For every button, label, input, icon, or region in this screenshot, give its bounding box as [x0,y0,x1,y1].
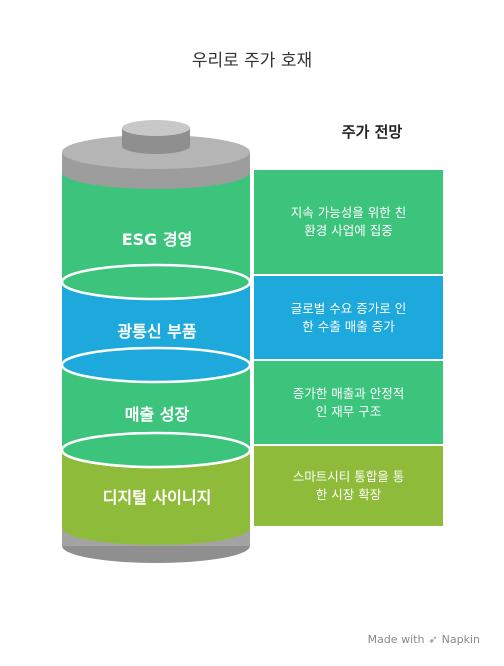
page-title: 우리로 주가 호재 [191,51,313,71]
segment-label-sales: 매출 성장 [124,405,190,424]
footer-attribution: Made with ➶ Napkin [368,633,480,646]
panel-signage: 스마트시티 통합을 통 한 시장 확장 [254,446,443,526]
made-with-text: Made with [367,633,425,646]
panel-optical: 글로벌 수요 증가로 인 한 수출 매출 증가 [254,276,443,359]
panel-esg-text: 지속 가능성을 위한 친 환경 사업에 집중 [290,205,407,238]
panel-sales: 증가한 매출과 안정적 인 재무 구조 [254,361,443,444]
napkin-logo-icon: ➶ [428,633,438,646]
panel-optical-text: 글로벌 수요 증가로 인 한 수출 매출 증가 [290,300,407,334]
brand-text: Napkin [441,633,480,646]
panel-sales-text: 증가한 매출과 안정적 인 재무 구조 [292,385,405,419]
segment-label-esg: ESG 경영 [121,230,193,249]
panel-signage-text: 스마트시티 통합을 통 한 시장 확장 [292,469,405,502]
segment-label-signage: 디지털 사이니지 [102,488,212,507]
outlook-heading: 주가 전망 [341,123,403,141]
battery-terminal-icon [122,120,190,136]
panel-esg: 지속 가능성을 위한 친 환경 사업에 집중 [254,170,443,274]
segment-label-optical: 광통신 부품 [117,322,197,341]
